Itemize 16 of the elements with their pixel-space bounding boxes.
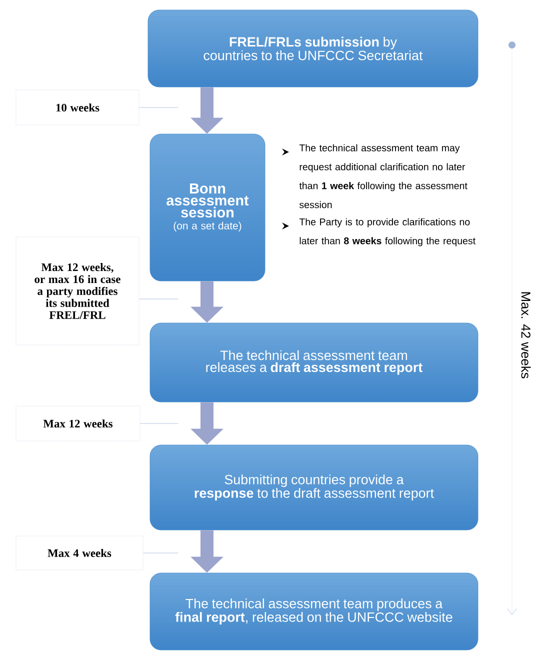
leader-line — [139, 107, 178, 108]
duration-box: Max 12 weeks — [16, 406, 140, 442]
leader-line — [139, 298, 178, 300]
process-box: FREL/FRLs submission by countries to the UNFCCC Secretariat — [148, 10, 478, 88]
duration-box: 10 weeks — [16, 90, 140, 126]
leader-line — [140, 423, 178, 424]
process-box: The technical assessment team releases a draft assessment report — [150, 322, 478, 402]
leader-line — [143, 552, 178, 554]
duration-label: Max. 42 weeks — [521, 292, 531, 378]
process-box: Bonn assessment session (on a set date) — [150, 134, 266, 282]
note-text: The Party is to provide clarifications no later than 8 weeks following the request — [299, 218, 476, 246]
process-box: Submitting countries provide a response to the draft assessment report — [150, 444, 478, 530]
note-text: The technical assessment team may request additional clarification no later than 1 week following the assessment session — [299, 144, 468, 208]
duration-box: Max 12 weeks, or max 16 in case a party modifies its submitted FREL/FRL — [16, 236, 140, 346]
process-box: The technical assessment team produces a final report, released on the UNFCCC website — [150, 572, 478, 650]
duration-box: Max 4 weeks — [16, 536, 144, 570]
